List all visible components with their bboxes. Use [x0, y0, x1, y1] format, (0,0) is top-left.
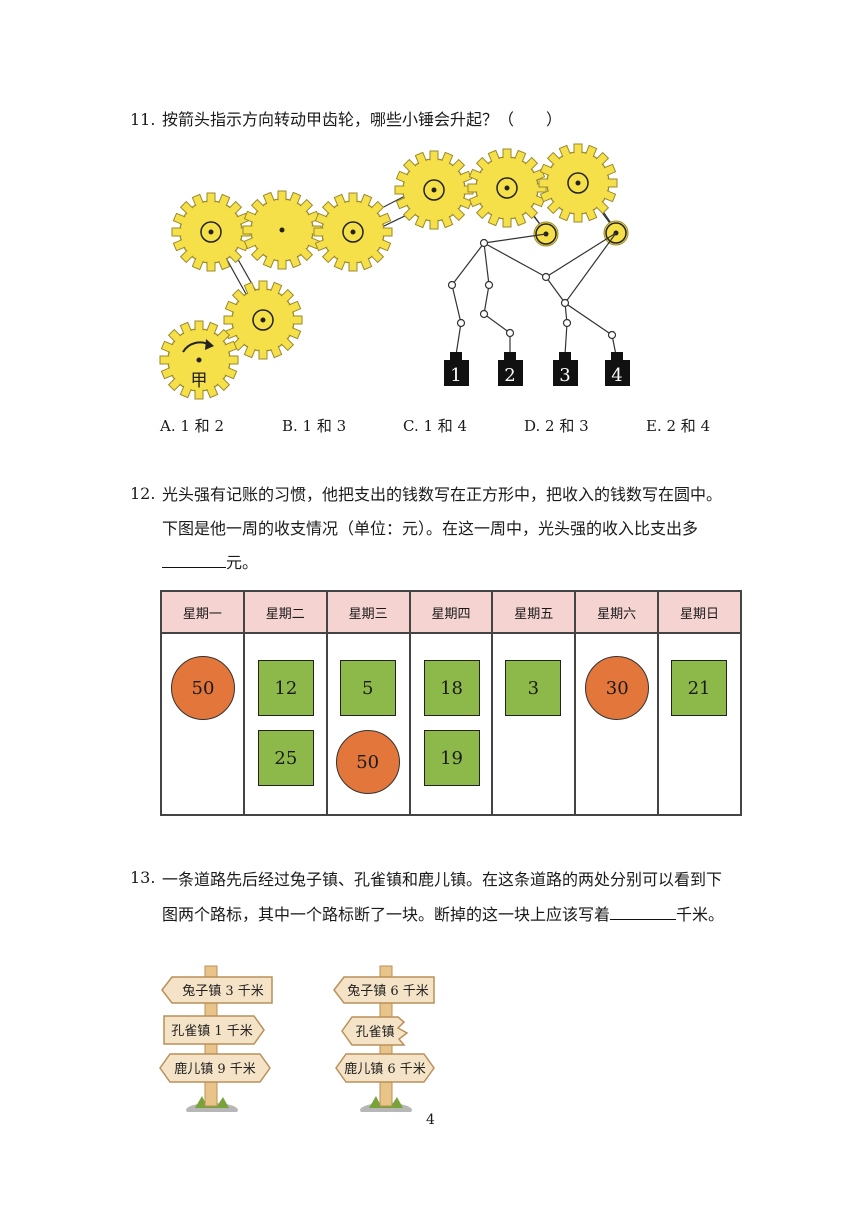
- gear-icon: [538, 143, 618, 223]
- option-d[interactable]: D. 2 和 3: [524, 417, 589, 435]
- question-text: 按箭头指示方向转动甲齿轮，哪些小锤会升起？（ ）: [162, 110, 563, 129]
- day-cell: 50: [160, 632, 245, 816]
- income-circle: 50: [171, 656, 235, 720]
- question-text: 一条道路先后经过兔子镇、孔雀镇和鹿儿镇。在这条道路的两处分别可以看到下图两个路标…: [162, 870, 723, 924]
- question-number: 12.: [130, 484, 156, 503]
- day-cell: 30: [574, 632, 660, 816]
- gear-icon: [171, 192, 251, 272]
- sign-board-3: 鹿儿镇 6 千米: [335, 1053, 435, 1083]
- gear-icon: [313, 192, 393, 272]
- svg-text:3: 3: [559, 365, 570, 386]
- day-cell: 12 25: [242, 632, 328, 816]
- question-number: 11.: [130, 110, 156, 129]
- svg-text:兔子镇 3 千米: 兔子镇 3 千米: [182, 984, 264, 999]
- page-number: 4: [426, 1112, 435, 1128]
- question-13: 13. 一条道路先后经过兔子镇、孔雀镇和鹿儿镇。在这条道路的两处分别可以看到下图…: [130, 862, 735, 932]
- expense-square: 21: [671, 660, 728, 716]
- gear-label: 甲: [191, 371, 208, 391]
- svg-text:兔子镇 6 千米: 兔子镇 6 千米: [347, 984, 429, 999]
- weight-4: 4: [605, 352, 630, 386]
- svg-text:4: 4: [611, 365, 622, 386]
- gear-icon: [467, 148, 547, 228]
- day-header: 星期一: [160, 590, 245, 634]
- income-circle: 30: [585, 656, 650, 720]
- day-header: 星期日: [657, 590, 742, 634]
- expense-square: 19: [423, 730, 480, 786]
- signposts: 兔子镇 3 千米 孔雀镇 1 千米 鹿儿镇 9 千米 兔子镇 6 千米 孔雀镇 …: [159, 965, 435, 1112]
- weight-2: 2: [498, 352, 523, 386]
- broken-sign-board: 孔雀镇: [341, 1016, 409, 1046]
- question-text-end: 千米。: [676, 905, 725, 924]
- svg-text:1: 1: [450, 365, 461, 386]
- weight-3: 3: [553, 352, 578, 386]
- sign-board-1: 兔子镇 6 千米: [333, 976, 435, 1004]
- day-header: 星期二: [242, 590, 328, 634]
- svg-text:鹿儿镇 6 千米: 鹿儿镇 6 千米: [344, 1061, 426, 1077]
- question-text-end: 元。: [226, 553, 259, 572]
- expense-square: 18: [423, 660, 480, 716]
- signpost-2: 兔子镇 6 千米 孔雀镇 鹿儿镇 6 千米: [333, 965, 435, 1112]
- gear-icon: [242, 190, 322, 270]
- weight-1: 1: [444, 352, 469, 386]
- svg-text:孔雀镇 1 千米: 孔雀镇 1 千米: [171, 1024, 253, 1039]
- question-11: 11. 按箭头指示方向转动甲齿轮，哪些小锤会升起？（ ）: [130, 104, 730, 135]
- expense-square: 12: [257, 660, 314, 716]
- answer-blank[interactable]: [610, 901, 677, 920]
- sign-board-3: 鹿儿镇 9 千米: [159, 1053, 271, 1083]
- sign-board-2: 孔雀镇 1 千米: [163, 1015, 265, 1045]
- day-cell: 21: [657, 632, 742, 816]
- gear-diagram: 甲 1 2 3 4: [159, 143, 630, 400]
- day-header: 星期五: [491, 590, 577, 634]
- question-number: 13.: [130, 868, 156, 887]
- day-cell: 18 19: [408, 632, 494, 816]
- sign-board-1: 兔子镇 3 千米: [161, 976, 273, 1004]
- option-b[interactable]: B. 1 和 3: [282, 417, 347, 435]
- question-text: 光头强有记账的习惯，他把支出的钱数写在正方形中，把收入的钱数写在圆中。下图是他一…: [162, 485, 723, 538]
- question-12: 12. 光头强有记账的习惯，他把支出的钱数写在正方形中，把收入的钱数写在圆中。下…: [130, 478, 735, 580]
- weekly-ledger-table: 星期一 星期二 星期三 星期四 星期五 星期六 星期日 50 12 25 5 5…: [160, 590, 742, 816]
- day-cell: 5 50: [325, 632, 411, 816]
- gear-jia-icon: 甲: [159, 320, 239, 400]
- signpost-1: 兔子镇 3 千米 孔雀镇 1 千米 鹿儿镇 9 千米: [159, 965, 273, 1112]
- svg-text:2: 2: [504, 365, 515, 386]
- expense-square: 5: [339, 660, 396, 716]
- option-c[interactable]: C. 1 和 4: [403, 417, 468, 435]
- day-cell: 3: [491, 632, 577, 816]
- day-header: 星期三: [325, 590, 411, 634]
- expense-square: 25: [257, 730, 314, 786]
- option-a[interactable]: A. 1 和 2: [160, 417, 224, 435]
- answer-blank[interactable]: [162, 549, 226, 568]
- option-e[interactable]: E. 2 和 4: [646, 417, 711, 435]
- day-header: 星期四: [408, 590, 494, 634]
- income-circle: 50: [335, 730, 400, 794]
- day-header: 星期六: [574, 590, 660, 634]
- expense-square: 3: [505, 660, 562, 716]
- svg-text:鹿儿镇 9 千米: 鹿儿镇 9 千米: [174, 1061, 256, 1077]
- svg-text:孔雀镇: 孔雀镇: [355, 1025, 394, 1040]
- gear-icon: [394, 150, 474, 230]
